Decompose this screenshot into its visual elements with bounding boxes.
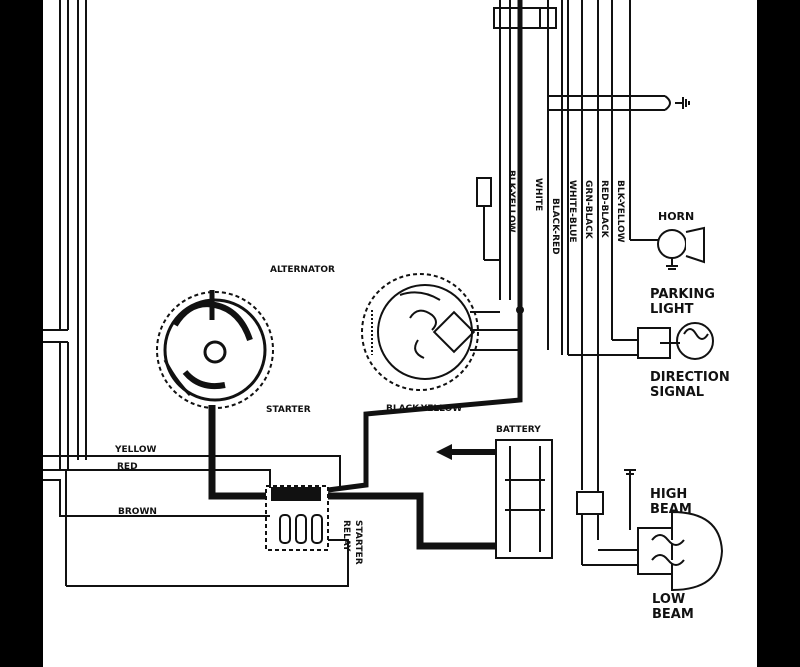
left-harness <box>43 0 87 470</box>
starter-relay-label-2: RELAY <box>341 520 351 552</box>
wire-label-red: RED <box>117 462 138 472</box>
wire-label-red-black: RED-BLACK <box>599 180 609 239</box>
horn: HORN <box>657 210 705 270</box>
low-beam-label-1: LOW <box>652 592 685 607</box>
parking-light-label-2: LIGHT <box>650 302 694 317</box>
wire-label-black-yellow: BLACK-YELLOW <box>386 404 462 414</box>
horn-label: HORN <box>658 210 694 223</box>
wire-label-yellow: YELLOW <box>114 445 156 455</box>
direction-signal-lamp <box>637 322 714 360</box>
wire-label-brown: BROWN <box>118 507 157 517</box>
alternator-label: ALTERNATOR <box>270 265 335 275</box>
starter-relay <box>265 485 329 551</box>
right-frame <box>757 0 800 667</box>
wire-label-grn-black: GRN-BLACK <box>583 180 593 240</box>
battery <box>495 439 553 559</box>
low-beam-label-2: BEAM <box>652 607 694 622</box>
starter <box>156 290 274 409</box>
left-frame <box>0 0 43 667</box>
wire-label-white-blue: WHITE-BLUE <box>567 180 577 243</box>
parking-light-label-1: PARKING <box>650 287 715 302</box>
high-beam-label-1: HIGH <box>650 487 687 502</box>
wire-label-white: WHITE <box>533 178 543 211</box>
main-bundle <box>499 0 665 540</box>
wire-label-blk-yellow-top: BLK-YELLOW <box>506 170 516 233</box>
bundle-plug <box>476 177 500 261</box>
alternator <box>361 273 520 391</box>
starter-relay-label-1: STARTER <box>353 520 363 565</box>
lower-left-wires <box>43 455 349 587</box>
direction-signal-label-2: SIGNAL <box>650 385 704 400</box>
starter-label: STARTER <box>266 405 311 415</box>
battery-label: BATTERY <box>496 425 541 435</box>
wire-label-blk-yellow-right: BLK-YELLOW <box>615 180 625 243</box>
top-connector <box>493 7 557 29</box>
ground-symbol-top <box>664 95 690 111</box>
battery-cable <box>328 492 500 550</box>
starter-cable <box>208 405 268 500</box>
alternator-junction <box>516 306 524 314</box>
battery-arrow <box>436 444 452 460</box>
direction-signal-label-1: DIRECTION <box>650 370 730 385</box>
headlamp <box>576 469 724 592</box>
wire-label-black-red: BLACK-RED <box>550 198 560 255</box>
black-yellow-main-wire <box>327 0 523 493</box>
